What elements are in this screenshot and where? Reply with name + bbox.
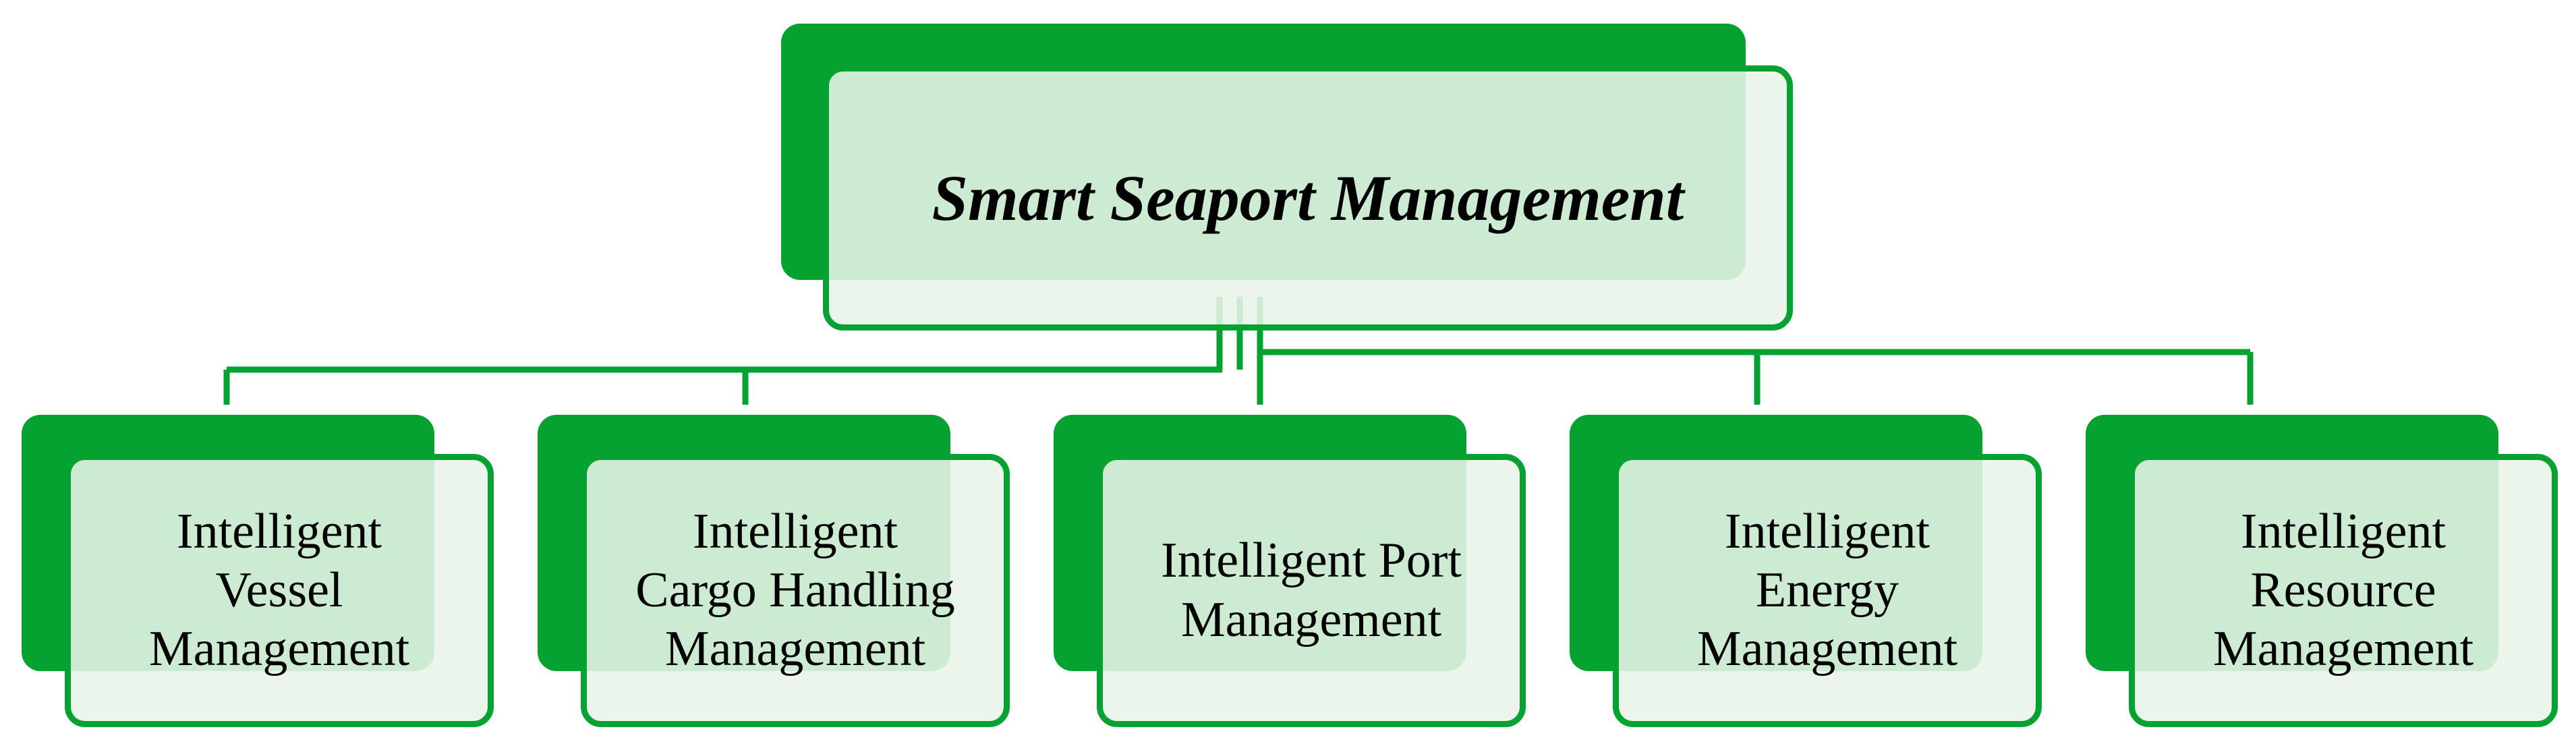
child-label-line-2: Energy (1755, 562, 1899, 618)
child-label-line-3: Management (664, 621, 926, 677)
child-label-line-2: Resource (2250, 562, 2436, 618)
child-node-box: Intelligent Cargo Handling Management (581, 454, 1010, 727)
child-label-line-3: Management (1696, 621, 1958, 677)
root-label: Smart Seaport Management (932, 161, 1684, 234)
child-node-resource: Intelligent Resource Management (2086, 415, 2558, 727)
child-label-line-1: Intelligent (1724, 503, 1930, 559)
child-node-vessel: Intelligent Vessel Management (22, 415, 494, 727)
root-node: Smart Seaport Management (781, 24, 1796, 333)
child-node-cargo-handling: Intelligent Cargo Handling Management (538, 415, 1010, 727)
child-label-line-2: Management (1180, 592, 1442, 648)
child-label-line-3: Management (148, 621, 410, 677)
child-node-box: Intelligent Resource Management (2129, 454, 2558, 727)
child-node-box: Intelligent Energy Management (1613, 454, 2042, 727)
child-node-energy: Intelligent Energy Management (1570, 415, 2042, 727)
child-label-line-2: Vessel (215, 562, 343, 618)
child-label-line-3: Management (2212, 621, 2474, 677)
child-label-line-1: Intelligent Port (1161, 533, 1462, 589)
child-node-box: Intelligent Vessel Management (65, 454, 494, 727)
child-node-port: Intelligent Port Management (1054, 415, 1526, 727)
root-node-box: Smart Seaport Management (823, 65, 1793, 330)
child-label-line-1: Intelligent (2240, 503, 2446, 559)
child-label-line-2: Cargo Handling (635, 562, 955, 618)
child-label-line-1: Intelligent (176, 503, 382, 559)
child-label-line-1: Intelligent (692, 503, 898, 559)
child-node-box: Intelligent Port Management (1097, 454, 1526, 727)
